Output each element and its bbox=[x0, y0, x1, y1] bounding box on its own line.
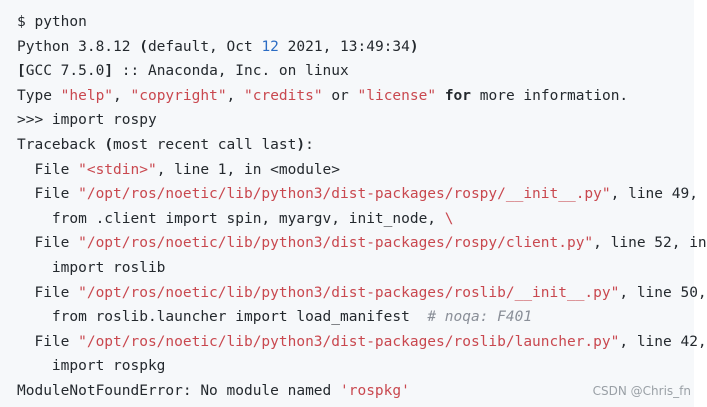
code-token bbox=[436, 88, 445, 104]
code-token: Traceback bbox=[17, 136, 105, 153]
code-token: # noqa: F401 bbox=[427, 309, 533, 326]
code-line: >>> import rospy bbox=[17, 108, 707, 133]
code-token: "credits" bbox=[244, 87, 323, 104]
code-line: Type "help", "copyright", "credits" or "… bbox=[17, 84, 707, 109]
code-token: , line 42, bbox=[619, 333, 707, 350]
code-token: $ python bbox=[17, 14, 87, 30]
code-line: import roslib bbox=[17, 256, 707, 281]
code-token: default, Oct bbox=[147, 38, 262, 55]
code-token: "/opt/ros/noetic/lib/python3/dist-packag… bbox=[78, 235, 594, 252]
code-token: "/opt/ros/noetic/lib/python3/dist-packag… bbox=[78, 333, 620, 350]
code-token: File bbox=[17, 284, 79, 301]
code-line: Traceback (most recent call last): bbox=[17, 133, 707, 158]
code-token: Type bbox=[17, 87, 61, 104]
code-token: for bbox=[444, 87, 472, 104]
code-token: "license" bbox=[357, 87, 437, 104]
code-line: from .client import spin, myargv, init_n… bbox=[17, 207, 707, 232]
code-token: 'rospkg' bbox=[340, 382, 410, 399]
code-token: >>> import rospy bbox=[17, 112, 157, 129]
code-line: File "/opt/ros/noetic/lib/python3/dist-p… bbox=[17, 330, 707, 355]
code-token: , line 52, in bbox=[593, 235, 707, 252]
code-token: or bbox=[322, 87, 358, 104]
code-token: File bbox=[17, 235, 79, 252]
code-token: most recent call last bbox=[113, 136, 297, 153]
code-token: , line 50, bbox=[619, 284, 707, 301]
code-token: \ bbox=[444, 210, 454, 227]
code-line: File "/opt/ros/noetic/lib/python3/dist-p… bbox=[17, 281, 707, 306]
code-token: File bbox=[17, 186, 79, 203]
code-token: ( bbox=[139, 38, 148, 55]
code-token: "/opt/ros/noetic/lib/python3/dist-packag… bbox=[78, 284, 620, 301]
code-token: from .client import spin, myargv, init_n… bbox=[17, 210, 445, 227]
code-token: ] bbox=[104, 63, 114, 80]
code-token: : bbox=[305, 136, 314, 153]
code-line: File "<stdin>", line 1, in <module> bbox=[17, 158, 707, 183]
code-line: [GCC 7.5.0] :: Anaconda, Inc. on linux bbox=[17, 59, 707, 84]
code-line: import rospkg bbox=[17, 354, 707, 379]
code-token: 2021, 13:49:34 bbox=[278, 38, 410, 55]
code-token: "help" bbox=[60, 87, 114, 104]
code-token: 12 bbox=[261, 38, 279, 55]
code-token: more information. bbox=[471, 87, 629, 104]
code-token: import rospkg bbox=[17, 358, 166, 375]
code-token: ) bbox=[296, 136, 306, 153]
code-token: :: Anaconda, Inc. on linux bbox=[113, 63, 349, 80]
code-token: , bbox=[113, 87, 131, 104]
code-token: ) bbox=[409, 38, 419, 55]
code-token: import roslib bbox=[17, 259, 166, 276]
code-token: "copyright" bbox=[130, 87, 227, 104]
code-token: "/opt/ros/noetic/lib/python3/dist-packag… bbox=[78, 186, 611, 203]
code-token: ModuleNotFoundError: No module named bbox=[17, 382, 341, 399]
code-token: Python 3.8.12 bbox=[17, 38, 140, 55]
code-token: from roslib.launcher import load_manifes… bbox=[17, 309, 428, 326]
csdn-watermark: CSDN @Chris_fn bbox=[592, 384, 691, 398]
code-line: ModuleNotFoundError: No module named 'ro… bbox=[17, 379, 707, 404]
code-line: Python 3.8.12 (default, Oct 12 2021, 13:… bbox=[17, 35, 707, 60]
code-line: File "/opt/ros/noetic/lib/python3/dist-p… bbox=[17, 182, 707, 207]
code-token: File bbox=[17, 161, 79, 178]
code-line: $ python bbox=[17, 10, 707, 35]
code-token: [ bbox=[17, 63, 26, 80]
code-line: File "/opt/ros/noetic/lib/python3/dist-p… bbox=[17, 231, 707, 256]
code-token: , line 49, bbox=[610, 186, 698, 203]
code-token: , bbox=[226, 87, 245, 104]
code-token: GCC 7.5.0 bbox=[25, 63, 105, 80]
code-line: from roslib.launcher import load_manifes… bbox=[17, 305, 707, 330]
code-token: ( bbox=[104, 136, 114, 153]
code-token: File bbox=[17, 333, 79, 350]
code-token: , line 1, in <module> bbox=[156, 161, 341, 178]
code-token: "<stdin>" bbox=[78, 161, 157, 178]
